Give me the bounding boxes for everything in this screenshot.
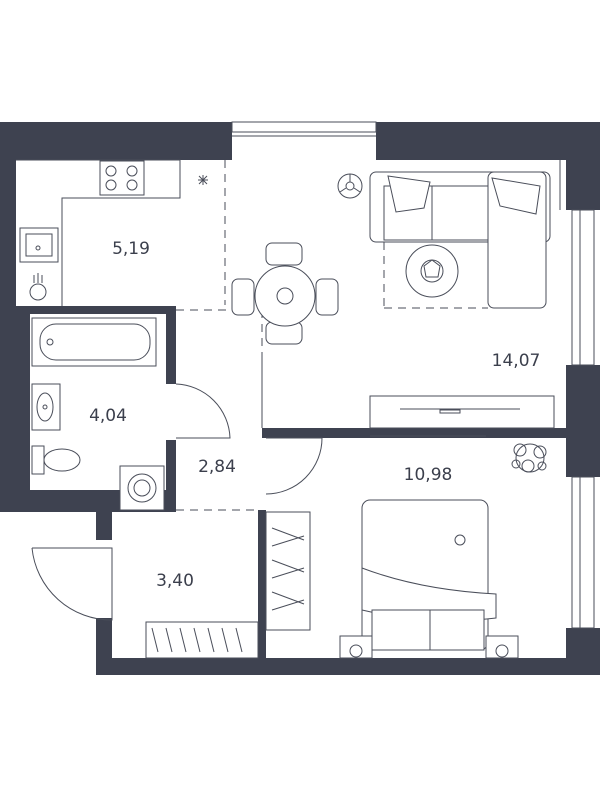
coffee-table-icon (405, 244, 459, 298)
bathroom (31, 317, 231, 511)
living-room (231, 171, 555, 429)
windows (231, 121, 595, 629)
bed-icon (361, 499, 497, 651)
walls (0, 122, 600, 675)
bathroom-area-label: 4,04 (89, 406, 127, 426)
washbasin-icon (31, 383, 61, 431)
sink-icon (19, 227, 59, 263)
kitchen-area-label: 5,19 (112, 239, 150, 259)
hallway (31, 437, 323, 659)
snowflake-icon (198, 175, 208, 185)
toilet-icon (31, 445, 81, 475)
hallway-area-label: 2,84 (198, 457, 236, 477)
entrance-hall-area-label: 3,40 (156, 571, 194, 591)
shoe-rack-icon (145, 621, 259, 659)
tv-icon (369, 395, 555, 429)
wardrobe-icon (265, 511, 311, 631)
living-room-area-label: 14,07 (492, 351, 541, 371)
sofa-icon (369, 171, 551, 309)
dining-table-icon (231, 242, 339, 345)
washing-machine-icon (119, 465, 165, 511)
bedroom-area-label: 10,98 (404, 465, 453, 485)
nightstand-icon (339, 635, 519, 659)
stove-icon (99, 160, 145, 196)
area-labels: 5,19 14,07 4,04 2,84 10,98 3,40 (89, 239, 540, 591)
plant-icon (511, 443, 547, 473)
bathtub-icon (31, 317, 157, 367)
boiler-icon (29, 273, 47, 301)
kitchen (16, 159, 208, 306)
clock-icon (337, 173, 363, 199)
bedroom (339, 435, 547, 659)
